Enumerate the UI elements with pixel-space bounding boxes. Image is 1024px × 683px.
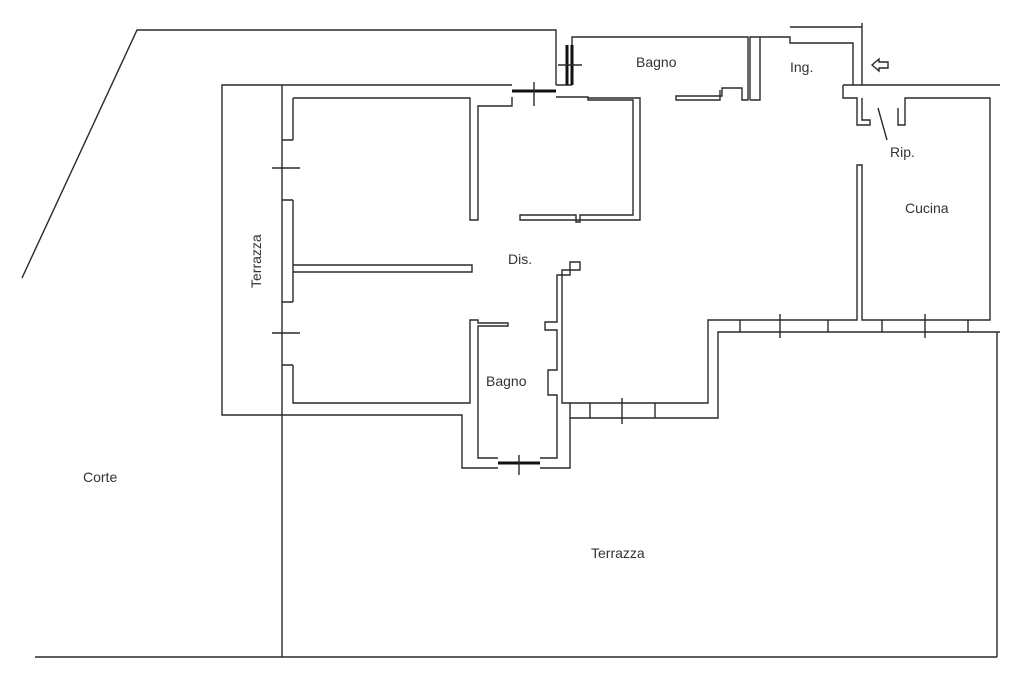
window-marks (272, 64, 926, 475)
storage-walls (842, 85, 888, 141)
arrow-left-icon (870, 57, 889, 73)
room-label-ingresso: Ing. (790, 59, 813, 75)
closet-walls (477, 96, 641, 223)
bedrooms-walls (282, 97, 509, 459)
room-label-bagno: Bagno (636, 54, 677, 70)
site-boundary (21, 29, 557, 279)
room-label-terrazza-side: Terrazza (248, 234, 264, 288)
top-bathroom-walls (571, 23, 863, 101)
room-label-ripostiglio: Rip. (890, 144, 915, 160)
room-label-cucina: Cucina (905, 200, 949, 216)
outer-wall (282, 84, 1000, 469)
area-label-terrazza: Terrazza (591, 545, 645, 561)
room-label-bagno-bottom: Bagno (486, 373, 527, 389)
terrace-boundary (281, 85, 998, 657)
area-label-corte: Corte (83, 469, 117, 485)
room-label-disimpegno: Dis. (508, 251, 532, 267)
window-frames (589, 320, 969, 418)
side-terrace-outline (221, 84, 282, 416)
bathroom-walls (540, 97, 991, 459)
